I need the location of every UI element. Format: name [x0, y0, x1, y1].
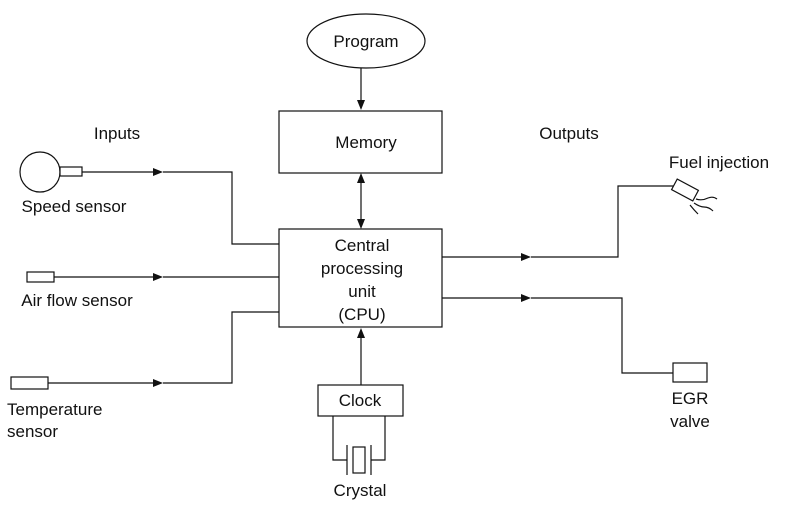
temperature-sensor-label-line2: sensor: [7, 422, 58, 441]
speed-sensor-wire-b: [163, 171, 279, 245]
fuel-injection-arrow: [521, 253, 531, 261]
temperature-sensor-body: [10, 376, 49, 390]
program-to-memory-arrow: [357, 100, 365, 110]
egr-valve-wire-b: [531, 297, 673, 374]
cpu-label-line3: unit: [348, 282, 376, 301]
fuel-spray-line-1: [695, 196, 718, 201]
fuel-spray-line-3: [689, 204, 699, 215]
air-flow-sensor-label: Air flow sensor: [21, 291, 133, 310]
fuel-spray-line-2: [693, 202, 714, 212]
fuel-injector-body: [670, 178, 700, 202]
crystal-wire-left: [332, 416, 347, 461]
memory-cpu-arrow-down: [357, 219, 365, 229]
inputs-heading: Inputs: [94, 124, 140, 143]
program-ellipse: [306, 13, 426, 69]
fuel-injection-wire-b: [531, 185, 674, 258]
air-flow-sensor-body: [26, 271, 55, 283]
crystal-circuit: [332, 416, 386, 475]
memory-cpu-arrow-up: [357, 173, 365, 183]
fuel-injection-label: Fuel injection: [669, 153, 769, 172]
memory-box: [278, 110, 443, 174]
egr-valve-body: [672, 362, 708, 383]
egr-valve-output: [442, 294, 708, 383]
crystal-element: [352, 446, 366, 474]
speed-sensor-probe: [59, 166, 83, 177]
cpu-box: [278, 228, 443, 328]
program-node: Program: [306, 13, 426, 69]
temperature-sensor-label-line1: Temperature: [7, 400, 102, 419]
memory-node: Memory: [278, 110, 443, 174]
cpu-node: Central processing unit (CPU): [278, 228, 443, 328]
clock-box: [317, 384, 404, 417]
temperature-sensor: [10, 311, 279, 390]
clock-label: Clock: [339, 391, 382, 410]
program-label: Program: [333, 32, 398, 51]
crystal-wire-right: [371, 416, 386, 461]
speed-sensor-arrow: [153, 168, 163, 176]
air-flow-sensor-arrow: [153, 273, 163, 281]
temperature-sensor-arrow: [153, 379, 163, 387]
speed-sensor-label: Speed sensor: [22, 197, 127, 216]
cpu-label-line4: (CPU): [338, 305, 385, 324]
egr-valve-label-line2: valve: [670, 412, 710, 431]
cpu-label-line1: Central: [335, 236, 390, 255]
crystal-label: Crystal: [334, 481, 387, 500]
clock-to-cpu-arrow: [357, 328, 365, 338]
fuel-injection-output: [442, 178, 718, 261]
temperature-sensor-wire-b: [163, 311, 279, 384]
clock-node: Clock: [317, 384, 404, 417]
egr-valve-arrow: [521, 294, 531, 302]
memory-label: Memory: [335, 133, 397, 152]
outputs-heading: Outputs: [539, 124, 599, 143]
speed-sensor-disc: [19, 151, 61, 193]
fuel-injector-icon: [670, 178, 700, 202]
speed-sensor: [19, 151, 279, 245]
cpu-label-line2: processing: [321, 259, 403, 278]
air-flow-sensor: [26, 271, 279, 283]
egr-valve-label-line1: EGR: [672, 389, 709, 408]
